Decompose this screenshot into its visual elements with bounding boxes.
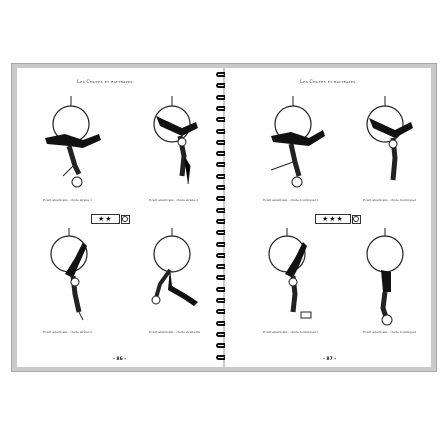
caption: Ecart américain - chute sirène 2 [149,198,199,202]
caption: Ecart américain - chute sirène fin [149,330,201,334]
aerial-hoop-figure [366,228,404,326]
left-page: Les Chutes et rattrapes Ecart américain … [17,68,223,367]
caption: Ecart américain - chute sirène 3 [43,330,93,334]
hoop-figure-5 [257,96,329,206]
caption: Ecart américain - chute tourniquet 1 [263,330,319,334]
aerial-hoop-figure [153,96,198,185]
aerial-hoop-figure [50,228,88,321]
difficulty-rating: ★★ [91,214,130,224]
caption: Ecart américain - chute tourniquet [363,198,416,202]
hoop-figure-2 [142,96,214,206]
circle-checkbox-icon [120,214,130,224]
caption: Ecart américain - chute sirène 1 [43,198,93,202]
aerial-hoop-figure [151,228,198,306]
hoop-figure-6 [355,96,427,206]
page-number: - 87 - [323,357,337,362]
left-page-title: Les Chutes et rattrapes [77,79,133,84]
aerial-hoop-figure [366,96,413,181]
hoop-figure-3 [35,228,107,338]
difficulty-stars: ★★★ [315,214,351,224]
caption: Ecart américain - chute tourniquet [363,330,416,334]
difficulty-rating: ★★★ [315,214,361,224]
aerial-hoop-figure [45,96,101,188]
hoop-figure-4 [142,228,214,338]
book-spread: Les Chutes et rattrapes Ecart américain … [11,63,437,372]
right-page-title: Les Chutes et rattrapes [300,79,356,84]
difficulty-stars: ★★ [91,214,120,224]
hoop-figure-8 [355,228,427,338]
page-number: - 86 - [113,357,127,362]
aerial-hoop-figure [270,96,325,188]
circle-checkbox-icon [351,214,361,224]
caption: Ecart américain - chute tourniquet 1 [263,198,319,202]
right-page: Les Chutes et rattrapes Ecart américain … [225,68,431,367]
hoop-figure-7 [255,228,327,338]
hoop-figure-1 [35,96,107,206]
aerial-hoop-figure [268,228,312,319]
